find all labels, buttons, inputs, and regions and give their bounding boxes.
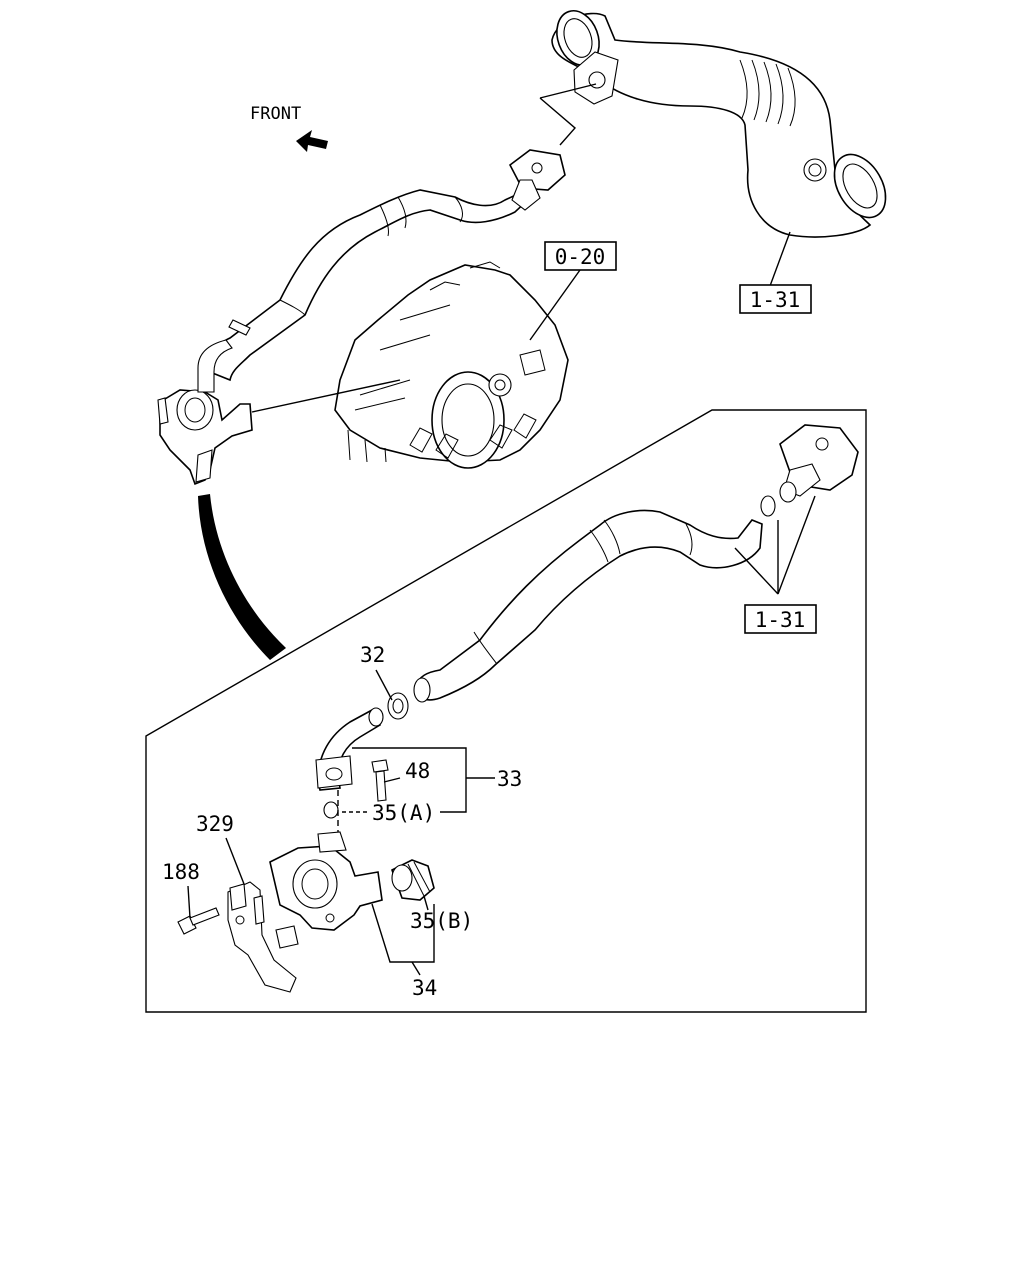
callout-clamp: 32	[360, 643, 385, 667]
callout-oring-a: 35(A)	[372, 801, 435, 825]
thermostat-fitting-detail	[760, 424, 859, 517]
ref-box-hose-top: 1-31	[739, 284, 812, 314]
intake-hose-upper	[551, 10, 887, 238]
ref-engine-housing: 0-20	[555, 245, 606, 269]
pipe-assembly-part	[315, 707, 384, 791]
detail-frame	[145, 409, 867, 1013]
callout-outlet: 34	[412, 976, 437, 1000]
callout-bolt-housing: 188	[162, 860, 200, 884]
ref-box-engine-housing: 0-20	[544, 241, 617, 271]
front-indicator: FRONT	[250, 104, 328, 152]
bolt-pipe-part	[371, 759, 389, 802]
hose-detail	[413, 509, 763, 703]
zoom-arrow-icon	[198, 494, 286, 660]
pump-assembly-upper	[157, 339, 253, 486]
ref-hose-top: 1-31	[750, 288, 801, 312]
callout-housing: 329	[196, 812, 234, 836]
clamp-part	[387, 692, 409, 720]
front-label: FRONT	[250, 104, 301, 124]
thermostat-fitting-upper	[508, 149, 566, 211]
callout-pipe-assembly: 33	[497, 767, 522, 791]
callout-oring-b: 35(B)	[410, 909, 473, 933]
callout-bolt-pipe: 48	[405, 759, 430, 783]
ref-hose-detail: 1-31	[755, 608, 806, 632]
oring-a-part	[323, 801, 339, 819]
housing-part	[227, 831, 383, 993]
oring-b-part	[391, 859, 435, 901]
bolt-housing-part	[177, 907, 220, 935]
front-arrow-icon	[296, 130, 328, 152]
ref-box-hose-detail: 1-31	[744, 604, 817, 634]
flywheel-housing	[334, 261, 569, 469]
